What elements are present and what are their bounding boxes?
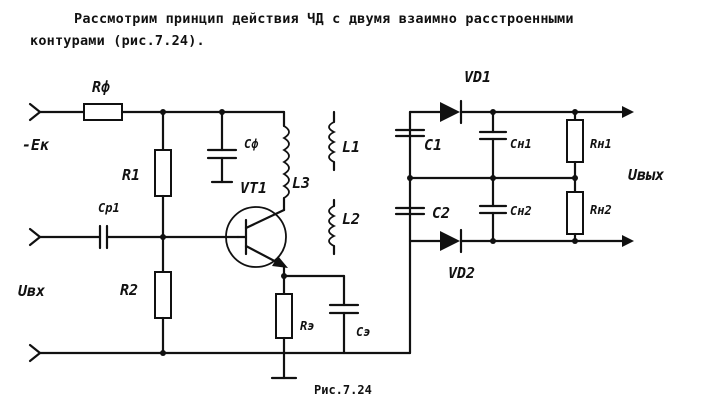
resistor-rn1-label: Rн1 [590,137,612,151]
capacitor-cf-label: Cф [244,137,258,151]
capacitor-cn1 [478,110,508,180]
resistor-r2 [154,271,172,319]
inductor-l3-label: L3 [292,174,310,192]
transistor-vt1-label: VT1 [240,179,267,197]
intro-text: Рассмотрим принцип действия ЧД с двумя в… [30,8,700,52]
resistor-r1 [154,149,172,197]
resistor-rf [83,103,123,121]
capacitor-cf [206,110,238,184]
output-arrow-top [622,106,634,118]
figure-caption: Рис.7.24 [314,383,372,397]
inductor-l1-label: L1 [342,138,360,156]
capacitor-c2 [394,206,426,216]
diode-vd2 [440,228,463,254]
inductor-l1 [328,110,337,172]
resistor-r1-label: R1 [122,166,140,184]
resistor-rn2 [566,191,584,235]
capacitor-cp1-label: Cр1 [98,201,120,215]
capacitor-cn2-label: Cн2 [510,204,532,218]
input-terminal [28,224,240,250]
output-voltage-label: Uвых [628,166,664,184]
input-voltage-label: Uвх [18,282,45,300]
diode-vd1 [440,99,463,125]
capacitor-ce [328,274,360,355]
inductor-l3 [282,110,290,212]
resistor-re [275,293,293,339]
resistor-rf-label: Rф [92,78,110,96]
capacitor-cn2 [478,176,508,243]
capacitor-ce-label: Cэ [356,325,370,339]
capacitor-cn1-label: Cн1 [510,137,532,151]
inductor-l2 [328,198,337,256]
capacitor-c2-label: C2 [432,204,450,222]
diode-vd2-label: VD2 [448,264,475,282]
resistor-re-label: Rэ [300,319,314,333]
capacitor-c1 [394,128,426,138]
inductor-l2-label: L2 [342,210,360,228]
output-arrow-bottom [622,235,634,247]
supply-terminal [28,102,86,122]
resistor-rn2-label: Rн2 [590,203,612,217]
diode-vd1-label: VD1 [464,68,491,86]
transistor-vt1 [225,206,288,268]
capacitor-c1-label: C1 [424,136,442,154]
resistor-r2-label: R2 [120,281,138,299]
intro-line-2: контурами (рис.7.24). [30,33,205,49]
intro-line-1: Рассмотрим принцип действия ЧД с двумя в… [74,11,574,27]
common-terminal [28,343,412,363]
resistor-rn1 [566,119,584,163]
supply-label: -Eк [22,136,50,154]
